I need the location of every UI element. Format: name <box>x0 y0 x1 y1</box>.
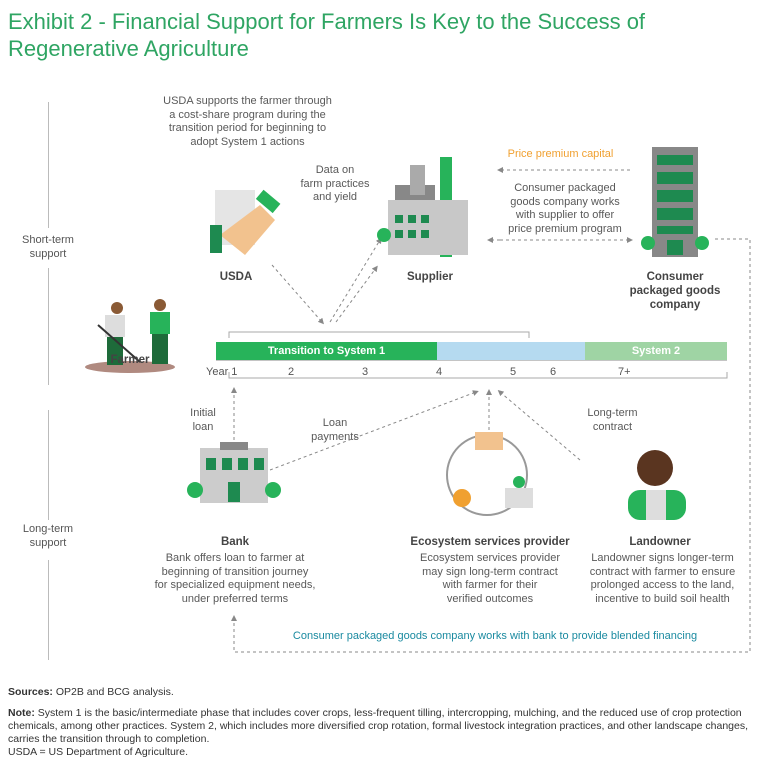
farmer-label: Farmer <box>110 354 150 366</box>
timeline-overlap <box>437 342 585 360</box>
divider <box>48 268 49 385</box>
year-tick: 4 <box>436 366 443 378</box>
year-tick: Year 1 <box>206 366 238 378</box>
short-term-label: Short-term support <box>22 234 74 260</box>
year-tick: 2 <box>288 366 295 378</box>
eco-label: Ecosystem services provider <box>410 536 570 548</box>
timeline-system2: System 2 <box>585 342 727 360</box>
handshake-icon <box>210 189 281 255</box>
landowner-label: Landowner <box>629 536 691 548</box>
long-term-label: Long-term support <box>22 523 74 549</box>
sources: Sources: OP2B and BCG analysis. <box>8 686 174 698</box>
note: Note: System 1 is the basic/intermediate… <box>8 707 749 745</box>
price-premium-label: Price premium capital <box>507 148 614 160</box>
landowner-icon <box>628 450 686 520</box>
factory-icon <box>377 157 468 257</box>
bank-label: Bank <box>220 536 250 548</box>
supplier-label: Supplier <box>406 271 453 283</box>
year-tick: 3 <box>362 366 369 378</box>
farmers-icon <box>85 299 175 373</box>
ecosystem-cycle-icon <box>446 432 533 516</box>
usda-abbrev: USDA = US Department of Agriculture. <box>8 746 189 758</box>
divider <box>48 102 49 228</box>
year-tick: 6 <box>550 366 557 378</box>
office-building-icon <box>641 147 709 257</box>
year-tick: 5 <box>510 366 517 378</box>
page-title: Exhibit 2 - Financial Support for Farmer… <box>8 9 646 61</box>
divider <box>48 410 49 520</box>
usda-label: USDA <box>219 271 253 283</box>
bank-icon <box>187 442 281 503</box>
timeline-system1: Transition to System 1 <box>216 342 437 360</box>
divider <box>48 560 49 660</box>
blended-financing-label: Consumer packaged goods company works wi… <box>292 630 698 642</box>
year-tick: 7+ <box>618 366 631 378</box>
